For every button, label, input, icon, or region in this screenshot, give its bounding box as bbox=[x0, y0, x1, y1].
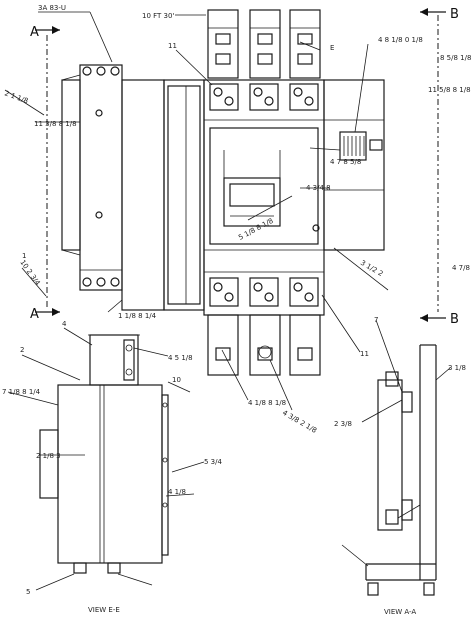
section-line-b bbox=[420, 8, 446, 322]
callout-label: 4 7/8 bbox=[452, 264, 470, 272]
callout-label: 3 1/2 2 bbox=[359, 259, 384, 278]
callout-label: 2 3/8 bbox=[334, 420, 352, 428]
callout-label: 10 2 3/4 bbox=[18, 259, 42, 288]
callout-label: E bbox=[330, 44, 334, 52]
callout-label: 1 bbox=[22, 252, 26, 260]
view-title-e-e: VIEW E-E bbox=[88, 606, 120, 614]
callout-label: 10 bbox=[172, 376, 181, 384]
callout-label: 4 8 1/8 0 1/8 bbox=[378, 36, 423, 44]
breaker-housing bbox=[121, 9, 385, 376]
callout-label: 5 1/8 8 1/8 bbox=[237, 217, 274, 242]
callout-label: 2 1 1/8 bbox=[3, 89, 29, 105]
callout-label: 11 bbox=[360, 350, 369, 358]
mounting-bracket bbox=[365, 344, 437, 596]
callout-label: 4 3/8 2 1/8 bbox=[281, 409, 318, 435]
section-mark-b-bottom: B bbox=[450, 312, 459, 327]
section-line-a bbox=[35, 26, 60, 316]
callout-label: 3A 83-U bbox=[38, 4, 66, 12]
left-bus-bar bbox=[61, 64, 123, 291]
callout-label: 4 3/4 8 bbox=[306, 184, 331, 192]
section-mark-a-top: A bbox=[30, 25, 39, 40]
callout-label: 11 bbox=[168, 42, 177, 50]
view-title-a-a: VIEW A-A bbox=[384, 608, 416, 616]
callout-label: 3 1/8 bbox=[448, 364, 466, 372]
callout-label: 2 bbox=[20, 346, 24, 354]
callout-label: 1 1/8 8 1/4 bbox=[118, 312, 157, 320]
section-mark-a-bottom: A bbox=[30, 307, 39, 322]
callout-label: 5 3/4 bbox=[204, 458, 222, 466]
callout-label: 8 5/8 1/8 bbox=[440, 54, 471, 62]
section-mark-b-top: B bbox=[450, 7, 459, 22]
callout-label: 4 1/8 bbox=[168, 488, 186, 496]
callout-label: 10 FT 30' bbox=[142, 12, 174, 20]
callout-label: 7 bbox=[374, 316, 378, 324]
callout-label: 11 3/8 8 1/8 bbox=[34, 120, 77, 128]
callout-label: 5 bbox=[26, 588, 30, 596]
callout-label: 7 1/8 8 1/4 bbox=[2, 388, 41, 396]
callout-label: 4 1/8 8 1/8 bbox=[248, 399, 286, 407]
callout-label: 4 bbox=[62, 320, 67, 328]
callout-label: 4 7 8 5/8 bbox=[330, 158, 361, 166]
callout-label: 4 5 1/8 bbox=[168, 354, 193, 362]
cover-assembly bbox=[39, 334, 169, 574]
leader-lines bbox=[4, 11, 451, 591]
callout-label: 2 1/8 3 bbox=[36, 452, 61, 460]
callout-label: 11 5/8 8 1/8 bbox=[428, 86, 471, 94]
